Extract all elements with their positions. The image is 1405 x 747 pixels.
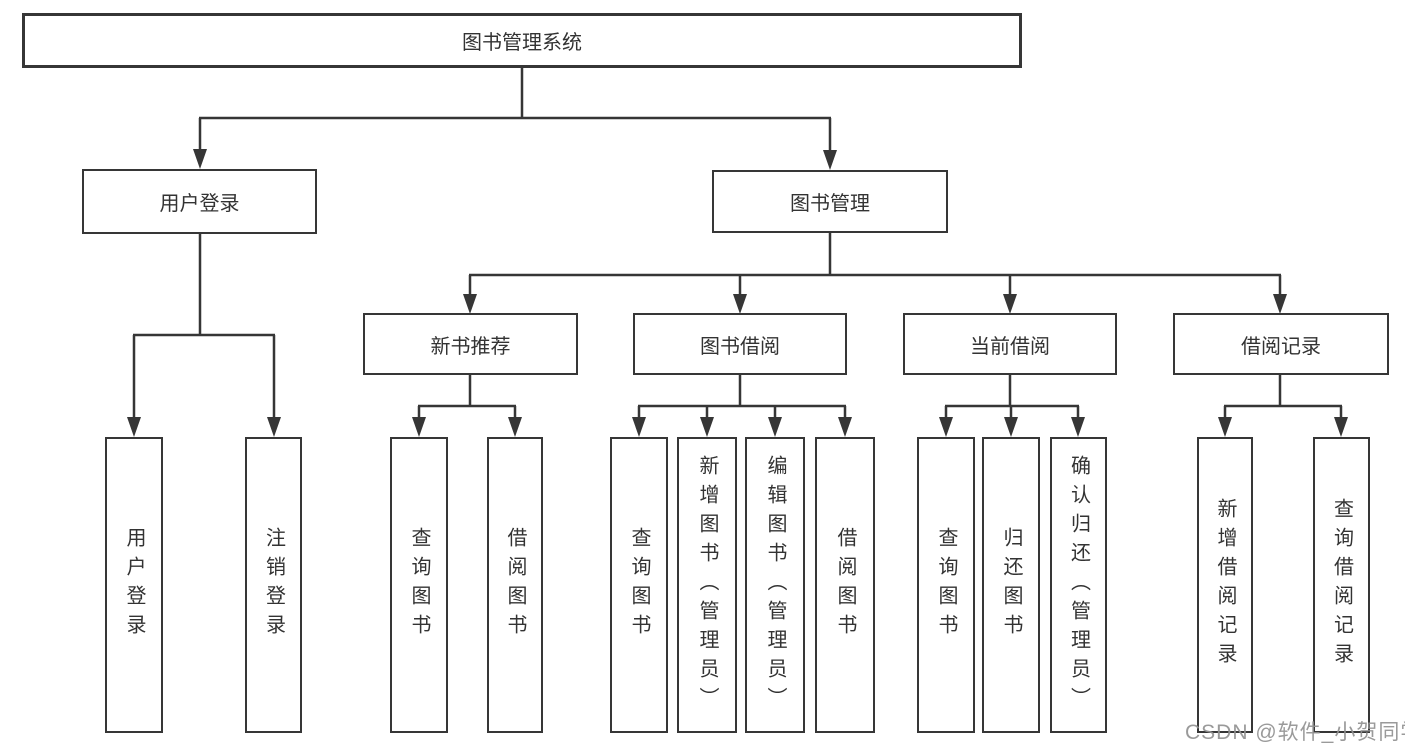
- leaf-current-query-books: 查询图书: [917, 437, 975, 733]
- connector-records-to-leaves: [1223, 375, 1343, 420]
- arrowhead-icon: [1273, 294, 1287, 314]
- node-book-management: 图书管理: [712, 170, 948, 233]
- node-borrowing-records: 借阅记录: [1173, 313, 1389, 375]
- node-new-book-recommend: 新书推荐: [363, 313, 578, 375]
- leaf-borrow-query-books: 查询图书: [610, 437, 668, 733]
- arrowhead-icon: [412, 417, 426, 437]
- arrowhead-icon: [939, 417, 953, 437]
- arrowhead-icon: [1004, 417, 1018, 437]
- arrowhead-icon: [463, 294, 477, 314]
- leaf-borrow-edit-books-admin: 编辑图书（管理员）: [745, 437, 805, 733]
- csdn-watermark: CSDN @软件_小贺同学: [1185, 721, 1405, 744]
- leaf-current-return-books: 归还图书: [982, 437, 1040, 733]
- leaf-newrec-query-books: 查询图书: [390, 437, 448, 733]
- connector-current-borrow-to-leaves: [944, 375, 1080, 420]
- leaf-current-confirm-return-admin: 确认归还（管理员）: [1050, 437, 1107, 733]
- arrowhead-icon: [1334, 417, 1348, 437]
- arrowhead-icon: [127, 417, 141, 437]
- arrowhead-icon: [193, 149, 207, 169]
- connector-book-mgmt-to-level3: [468, 233, 1282, 297]
- leaf-records-query-record: 查询借阅记录: [1313, 437, 1370, 733]
- connector-new-book-to-leaves: [417, 375, 517, 420]
- arrowhead-icon: [632, 417, 646, 437]
- arrowhead-icon: [508, 417, 522, 437]
- leaf-user-login: 用户登录: [105, 437, 163, 733]
- arrowhead-icon: [267, 417, 281, 437]
- connector-user-login-to-leaves: [132, 234, 276, 420]
- arrowhead-icon: [768, 417, 782, 437]
- arrowhead-icon: [700, 417, 714, 437]
- leaf-logout: 注销登录: [245, 437, 302, 733]
- arrowhead-icon: [1071, 417, 1085, 437]
- connector-book-borrow-to-leaves: [637, 375, 847, 420]
- arrowhead-icon: [838, 417, 852, 437]
- arrowhead-icon: [1218, 417, 1232, 437]
- arrowheads: [127, 149, 1348, 437]
- leaf-records-add-record: 新增借阅记录: [1197, 437, 1253, 733]
- leaf-borrow-borrow-books: 借阅图书: [815, 437, 875, 733]
- node-user-login: 用户登录: [82, 169, 317, 234]
- node-book-borrowing: 图书借阅: [633, 313, 847, 375]
- connector-root-to-level2: [198, 68, 832, 153]
- leaf-borrow-add-books-admin: 新增图书（管理员）: [677, 437, 737, 733]
- leaf-newrec-borrow-books: 借阅图书: [487, 437, 543, 733]
- arrowhead-icon: [733, 294, 747, 314]
- arrowhead-icon: [1003, 294, 1017, 314]
- arrowhead-icon: [823, 150, 837, 170]
- node-system-root: 图书管理系统: [22, 13, 1022, 68]
- node-current-borrowing: 当前借阅: [903, 313, 1117, 375]
